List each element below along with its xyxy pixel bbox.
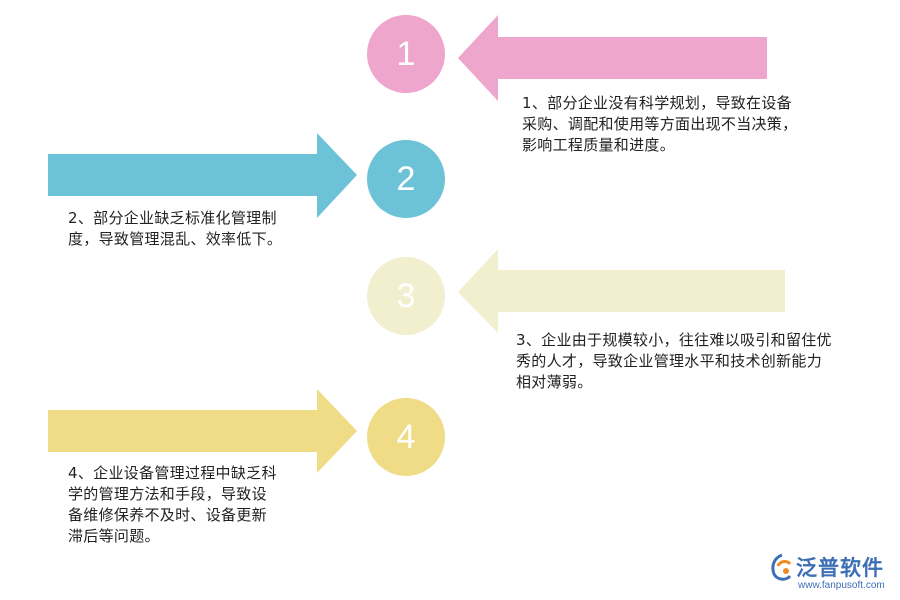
step-2-text: 2、部分企业缺乏标准化管理制 度，导致管理混乱、效率低下。 bbox=[68, 209, 283, 248]
arrow-3-left bbox=[458, 249, 785, 333]
arrow-2-right bbox=[48, 133, 357, 218]
step-4-circle: 4 bbox=[367, 398, 445, 476]
arrow-4-right bbox=[48, 389, 357, 473]
arrow-1-left bbox=[458, 15, 767, 101]
step-1-number: 1 bbox=[396, 34, 416, 73]
brand-url: www.fanpusoft.com bbox=[798, 580, 885, 591]
step-4-number: 4 bbox=[396, 417, 416, 456]
step-1-circle: 1 bbox=[367, 15, 445, 93]
brand-mark-icon bbox=[771, 553, 792, 581]
step-1-text: 1、部分企业没有科学规划，导致在设备 采购、调配和使用等方面出现不当决策， 影响… bbox=[522, 94, 798, 154]
step-4-text: 4、企业设备管理过程中缺乏科 学的管理方法和手段，导致设 备维修保养不及时、设备… bbox=[68, 464, 277, 545]
brand-name: 泛普软件 bbox=[796, 556, 884, 580]
brand-logo: 泛普软件 www.fanpusoft.com bbox=[768, 552, 892, 596]
step-2-circle: 2 bbox=[367, 140, 445, 218]
step-3-text: 3、企业由于规模较小，往往难以吸引和留住优 秀的人才，导致企业管理水平和技术创新… bbox=[516, 331, 832, 391]
step-3-circle: 3 bbox=[367, 257, 445, 335]
step-3-number: 3 bbox=[396, 276, 416, 315]
step-2-number: 2 bbox=[396, 159, 416, 198]
